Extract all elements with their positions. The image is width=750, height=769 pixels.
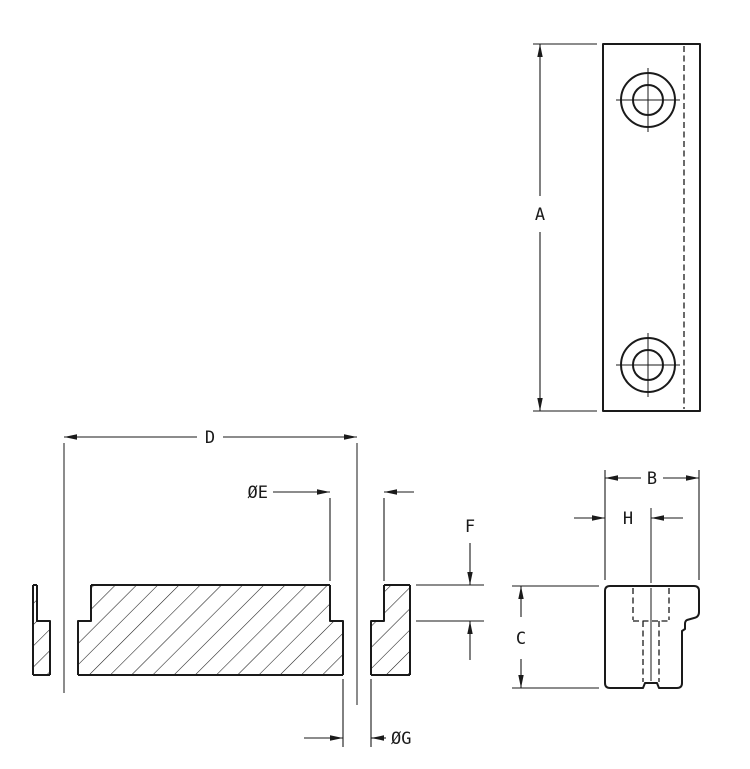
plate-outline: [602, 43, 701, 412]
dim-label-C: C: [516, 629, 526, 649]
right-hole-edges: [329, 585, 385, 675]
side-view: [604, 508, 700, 689]
dim-label-H: H: [623, 509, 633, 529]
dim-label-B: B: [647, 469, 657, 489]
front-section-view: [32, 443, 411, 705]
dim-label-A: A: [535, 205, 545, 225]
dimension-F: F: [416, 517, 484, 660]
dim-label-D: D: [205, 428, 215, 448]
dimension-E: ØE: [248, 483, 414, 581]
section-hatching: [33, 585, 410, 675]
dimension-A: A: [533, 43, 597, 412]
dim-label-E: ØE: [248, 483, 268, 503]
dimension-G: ØG: [304, 679, 411, 749]
dimension-B: B: [604, 469, 700, 580]
section-outline: [32, 584, 411, 676]
dimension-H: H: [574, 509, 683, 529]
dim-label-F: F: [465, 517, 475, 537]
dimension-D: D: [64, 428, 357, 448]
left-hole-edges: [36, 585, 92, 675]
side-profile: [604, 585, 700, 689]
top-view: [602, 43, 701, 412]
dimension-C: C: [512, 585, 599, 689]
dim-label-G: ØG: [391, 729, 411, 749]
